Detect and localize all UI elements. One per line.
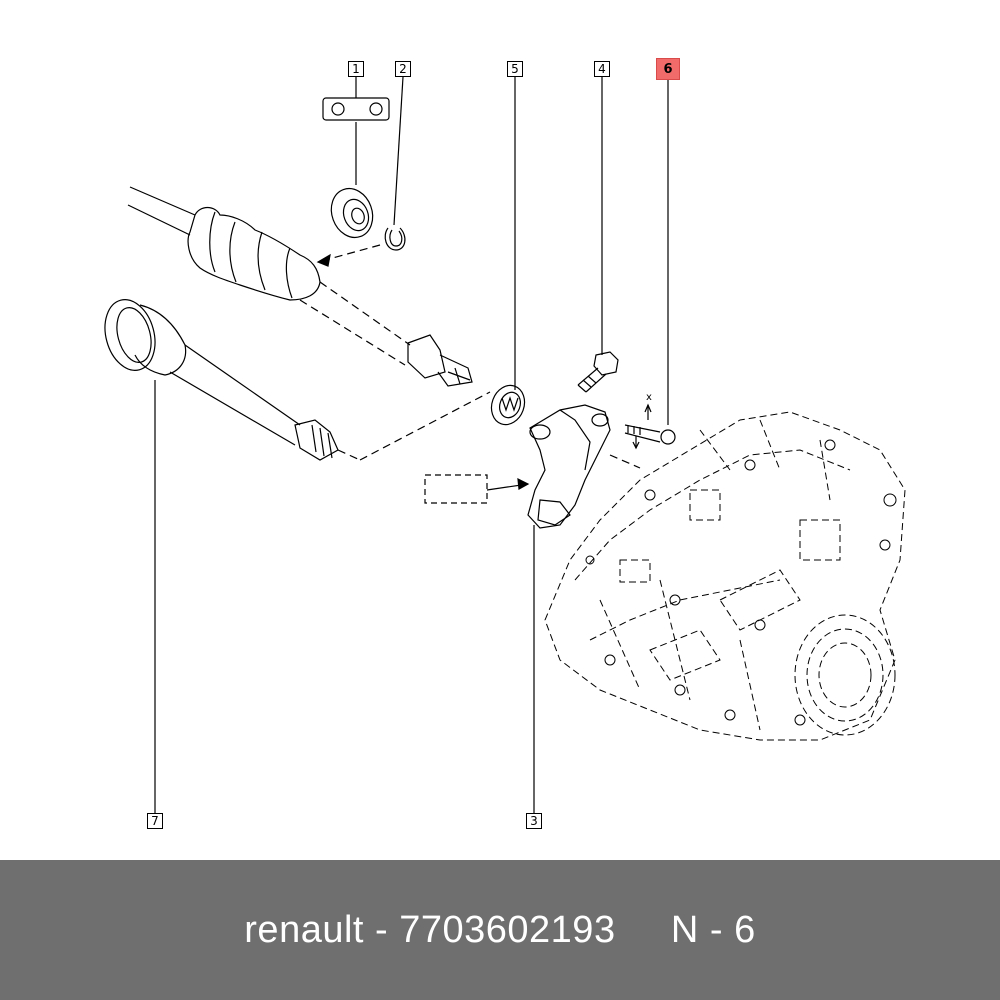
dimension-mark-x: x	[646, 392, 652, 403]
leader-lines	[154, 76, 669, 813]
intermediate-bearing-bracket-part	[527, 404, 641, 529]
bolt-part	[577, 351, 619, 393]
callout-3[interactable]: 3	[526, 813, 542, 829]
callout-1[interactable]: 1	[348, 61, 364, 77]
right-driveshaft-part	[127, 186, 473, 387]
install-arrow	[316, 244, 381, 267]
bearing-bracket-part	[322, 97, 390, 121]
callout-4[interactable]: 4	[594, 61, 610, 77]
gearbox-bolt-heads	[585, 439, 897, 726]
footer-bar: renault - 7703602193 N - 6	[0, 860, 1000, 1000]
callout-5[interactable]: 5	[507, 61, 523, 77]
seal-plate-part	[490, 384, 526, 426]
callout-6-highlighted[interactable]: 6	[656, 58, 680, 80]
reference-box	[424, 474, 530, 504]
stud-bolt-part	[624, 403, 676, 450]
gearbox-housing	[544, 411, 906, 741]
exploded-parts-diagram	[104, 76, 906, 813]
callout-7[interactable]: 7	[147, 813, 163, 829]
circlip-part	[384, 227, 406, 251]
callout-2[interactable]: 2	[395, 61, 411, 77]
left-driveshaft-part	[104, 299, 491, 461]
bearing-part	[330, 187, 374, 239]
part-number-caption: renault - 7703602193 N - 6	[244, 908, 756, 951]
